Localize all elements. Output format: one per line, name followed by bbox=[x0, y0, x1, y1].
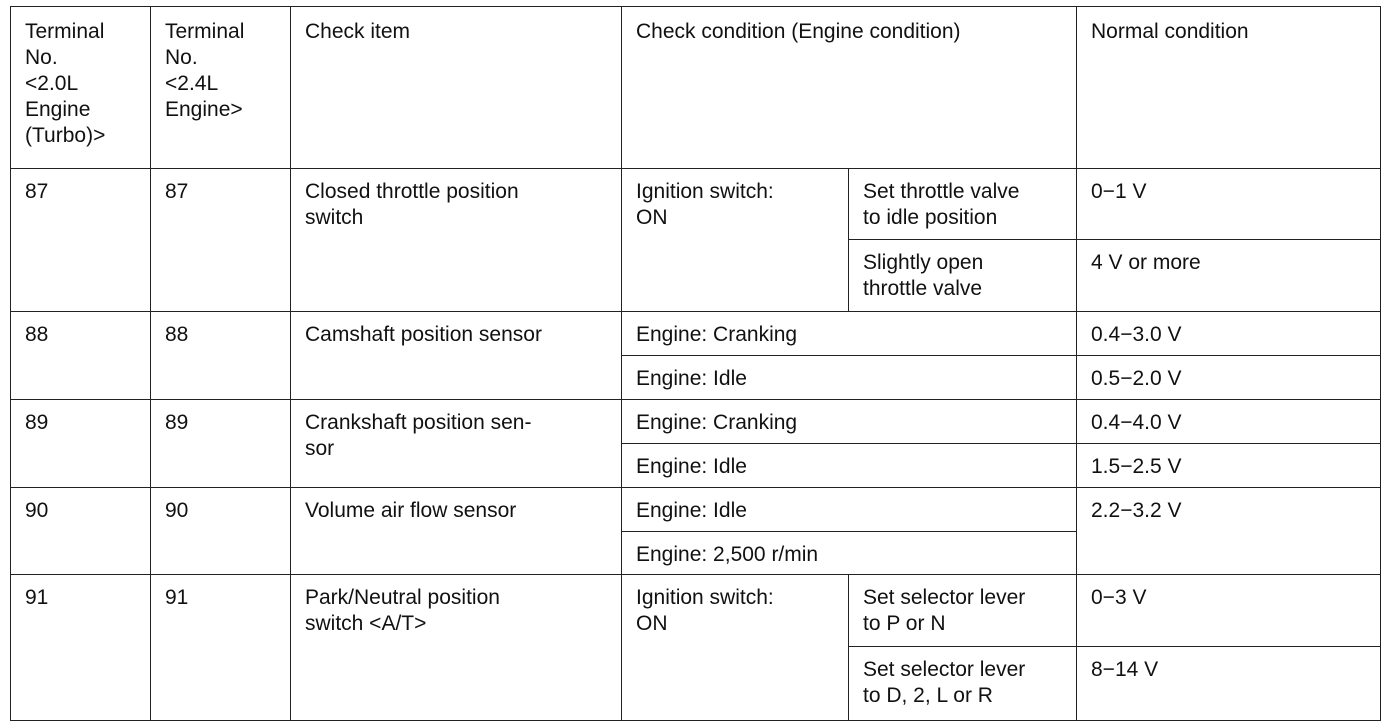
terminal-2-0l-cell: 89 bbox=[10, 399, 151, 488]
table-row: Slightly open throttle valve 4 V or more bbox=[11, 239, 1381, 312]
normal-condition-cell: 0.5−2.0 V bbox=[1076, 355, 1381, 400]
table-row: 88 88 Camshaft position sensor Engine: C… bbox=[10, 311, 1381, 400]
terminal-2-0l-cell: 87 bbox=[10, 168, 151, 312]
sub-condition-cell: Set selector lever to P or N bbox=[848, 574, 1077, 647]
check-condition-cell: Engine: Cranking bbox=[621, 311, 1077, 356]
normal-condition-cell: 0.4−3.0 V bbox=[1076, 311, 1381, 356]
terminal-2-4l-cell: 91 bbox=[150, 574, 291, 721]
check-condition-cell: Ignition switch: ON bbox=[621, 168, 849, 312]
check-condition-cell: Engine: Idle bbox=[621, 355, 1077, 400]
table-row: Engine: Idle 1.5−2.5 V bbox=[11, 443, 1381, 488]
check-item-cell: Volume air flow sensor bbox=[290, 487, 622, 575]
header-row: Terminal No. <2.0L Engine (Turbo)> Termi… bbox=[10, 6, 1381, 169]
check-item-cell: Closed throttle position switch bbox=[290, 168, 622, 312]
check-condition-cell: Engine: Cranking bbox=[621, 399, 1077, 444]
check-condition-cell: Engine: 2,500 r/min bbox=[621, 531, 1077, 575]
table-row: 89 89 Crankshaft position sen- sor Engin… bbox=[10, 399, 1381, 488]
table-row: Engine: Idle 0.5−2.0 V bbox=[11, 355, 1381, 400]
normal-condition-cell: 0.4−4.0 V bbox=[1076, 399, 1381, 444]
normal-condition-cell: 1.5−2.5 V bbox=[1076, 443, 1381, 488]
header-normal-condition: Normal condition bbox=[1076, 6, 1381, 169]
terminal-2-4l-cell: 89 bbox=[150, 399, 291, 488]
normal-condition-cell: 2.2−3.2 V bbox=[1076, 487, 1381, 575]
table-row: 87 87 Closed throttle position switch Ig… bbox=[10, 168, 1381, 312]
sub-condition-cell: Set selector lever to D, 2, L or R bbox=[848, 646, 1077, 721]
table-row: Set selector lever to D, 2, L or R 8−14 … bbox=[11, 646, 1381, 721]
terminal-2-0l-cell: 90 bbox=[10, 487, 151, 575]
table-row: 90 90 Volume air flow sensor Engine: Idl… bbox=[10, 487, 1381, 575]
normal-condition-cell: 8−14 V bbox=[1076, 646, 1381, 721]
terminal-2-4l-cell: 88 bbox=[150, 311, 291, 400]
normal-condition-cell: 0−3 V bbox=[1076, 574, 1381, 647]
table-row: Engine: 2,500 r/min bbox=[11, 531, 1381, 575]
header-check-condition: Check condition (Engine condition) bbox=[621, 6, 1077, 169]
terminal-2-0l-cell: 88 bbox=[10, 311, 151, 400]
sub-condition-cell: Slightly open throttle valve bbox=[848, 239, 1077, 312]
header-terminal-2-0l: Terminal No. <2.0L Engine (Turbo)> bbox=[10, 6, 151, 169]
terminal-check-table: Terminal No. <2.0L Engine (Turbo)> Termi… bbox=[10, 6, 1381, 721]
table-row: 91 91 Park/Neutral position switch <A/T>… bbox=[10, 574, 1381, 721]
header-check-item: Check item bbox=[290, 6, 622, 169]
normal-condition-cell: 0−1 V bbox=[1076, 168, 1381, 240]
terminal-2-4l-cell: 90 bbox=[150, 487, 291, 575]
terminal-2-4l-cell: 87 bbox=[150, 168, 291, 312]
check-condition-cell: Engine: Idle bbox=[621, 487, 1077, 532]
check-item-cell: Camshaft position sensor bbox=[290, 311, 622, 400]
spec-sheet: Terminal No. <2.0L Engine (Turbo)> Termi… bbox=[10, 6, 1381, 721]
check-item-cell: Park/Neutral position switch <A/T> bbox=[290, 574, 622, 721]
header-terminal-2-4l: Terminal No. <2.4L Engine> bbox=[150, 6, 291, 169]
check-item-cell: Crankshaft position sen- sor bbox=[290, 399, 622, 488]
check-condition-cell: Engine: Idle bbox=[621, 443, 1077, 488]
sub-condition-cell: Set throttle valve to idle position bbox=[848, 168, 1077, 240]
check-condition-cell: Ignition switch: ON bbox=[621, 574, 849, 721]
terminal-2-0l-cell: 91 bbox=[10, 574, 151, 721]
normal-condition-cell: 4 V or more bbox=[1076, 239, 1381, 312]
